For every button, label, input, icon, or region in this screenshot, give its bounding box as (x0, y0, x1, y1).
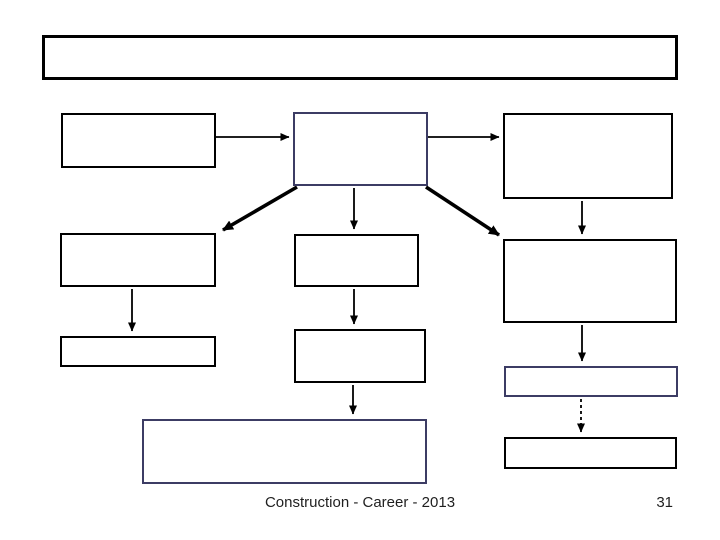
page-number: 31 (656, 494, 673, 511)
flowchart-box-title-box (42, 35, 678, 80)
flowchart-box-bottom-right (504, 437, 677, 469)
connector-arrow-row1-center-to-row2-left (222, 185, 298, 232)
flowchart-box-row3-left (60, 336, 216, 367)
flowchart-box-row2-left (60, 233, 216, 287)
flowchart-box-row1-left (61, 113, 216, 168)
connector-arrow-row1-center-to-row2-right (425, 185, 500, 237)
flowchart-box-row2-center (294, 234, 419, 287)
flowchart-box-bottom-center (142, 419, 427, 484)
flowchart-box-row3-right (504, 366, 678, 397)
flowchart-box-row1-right (503, 113, 673, 199)
footer-caption: Construction - Career - 2013 (264, 494, 456, 511)
flowchart-box-row1-center (293, 112, 428, 186)
flowchart-box-row3-center (294, 329, 426, 383)
flowchart-box-row2-right (503, 239, 677, 323)
